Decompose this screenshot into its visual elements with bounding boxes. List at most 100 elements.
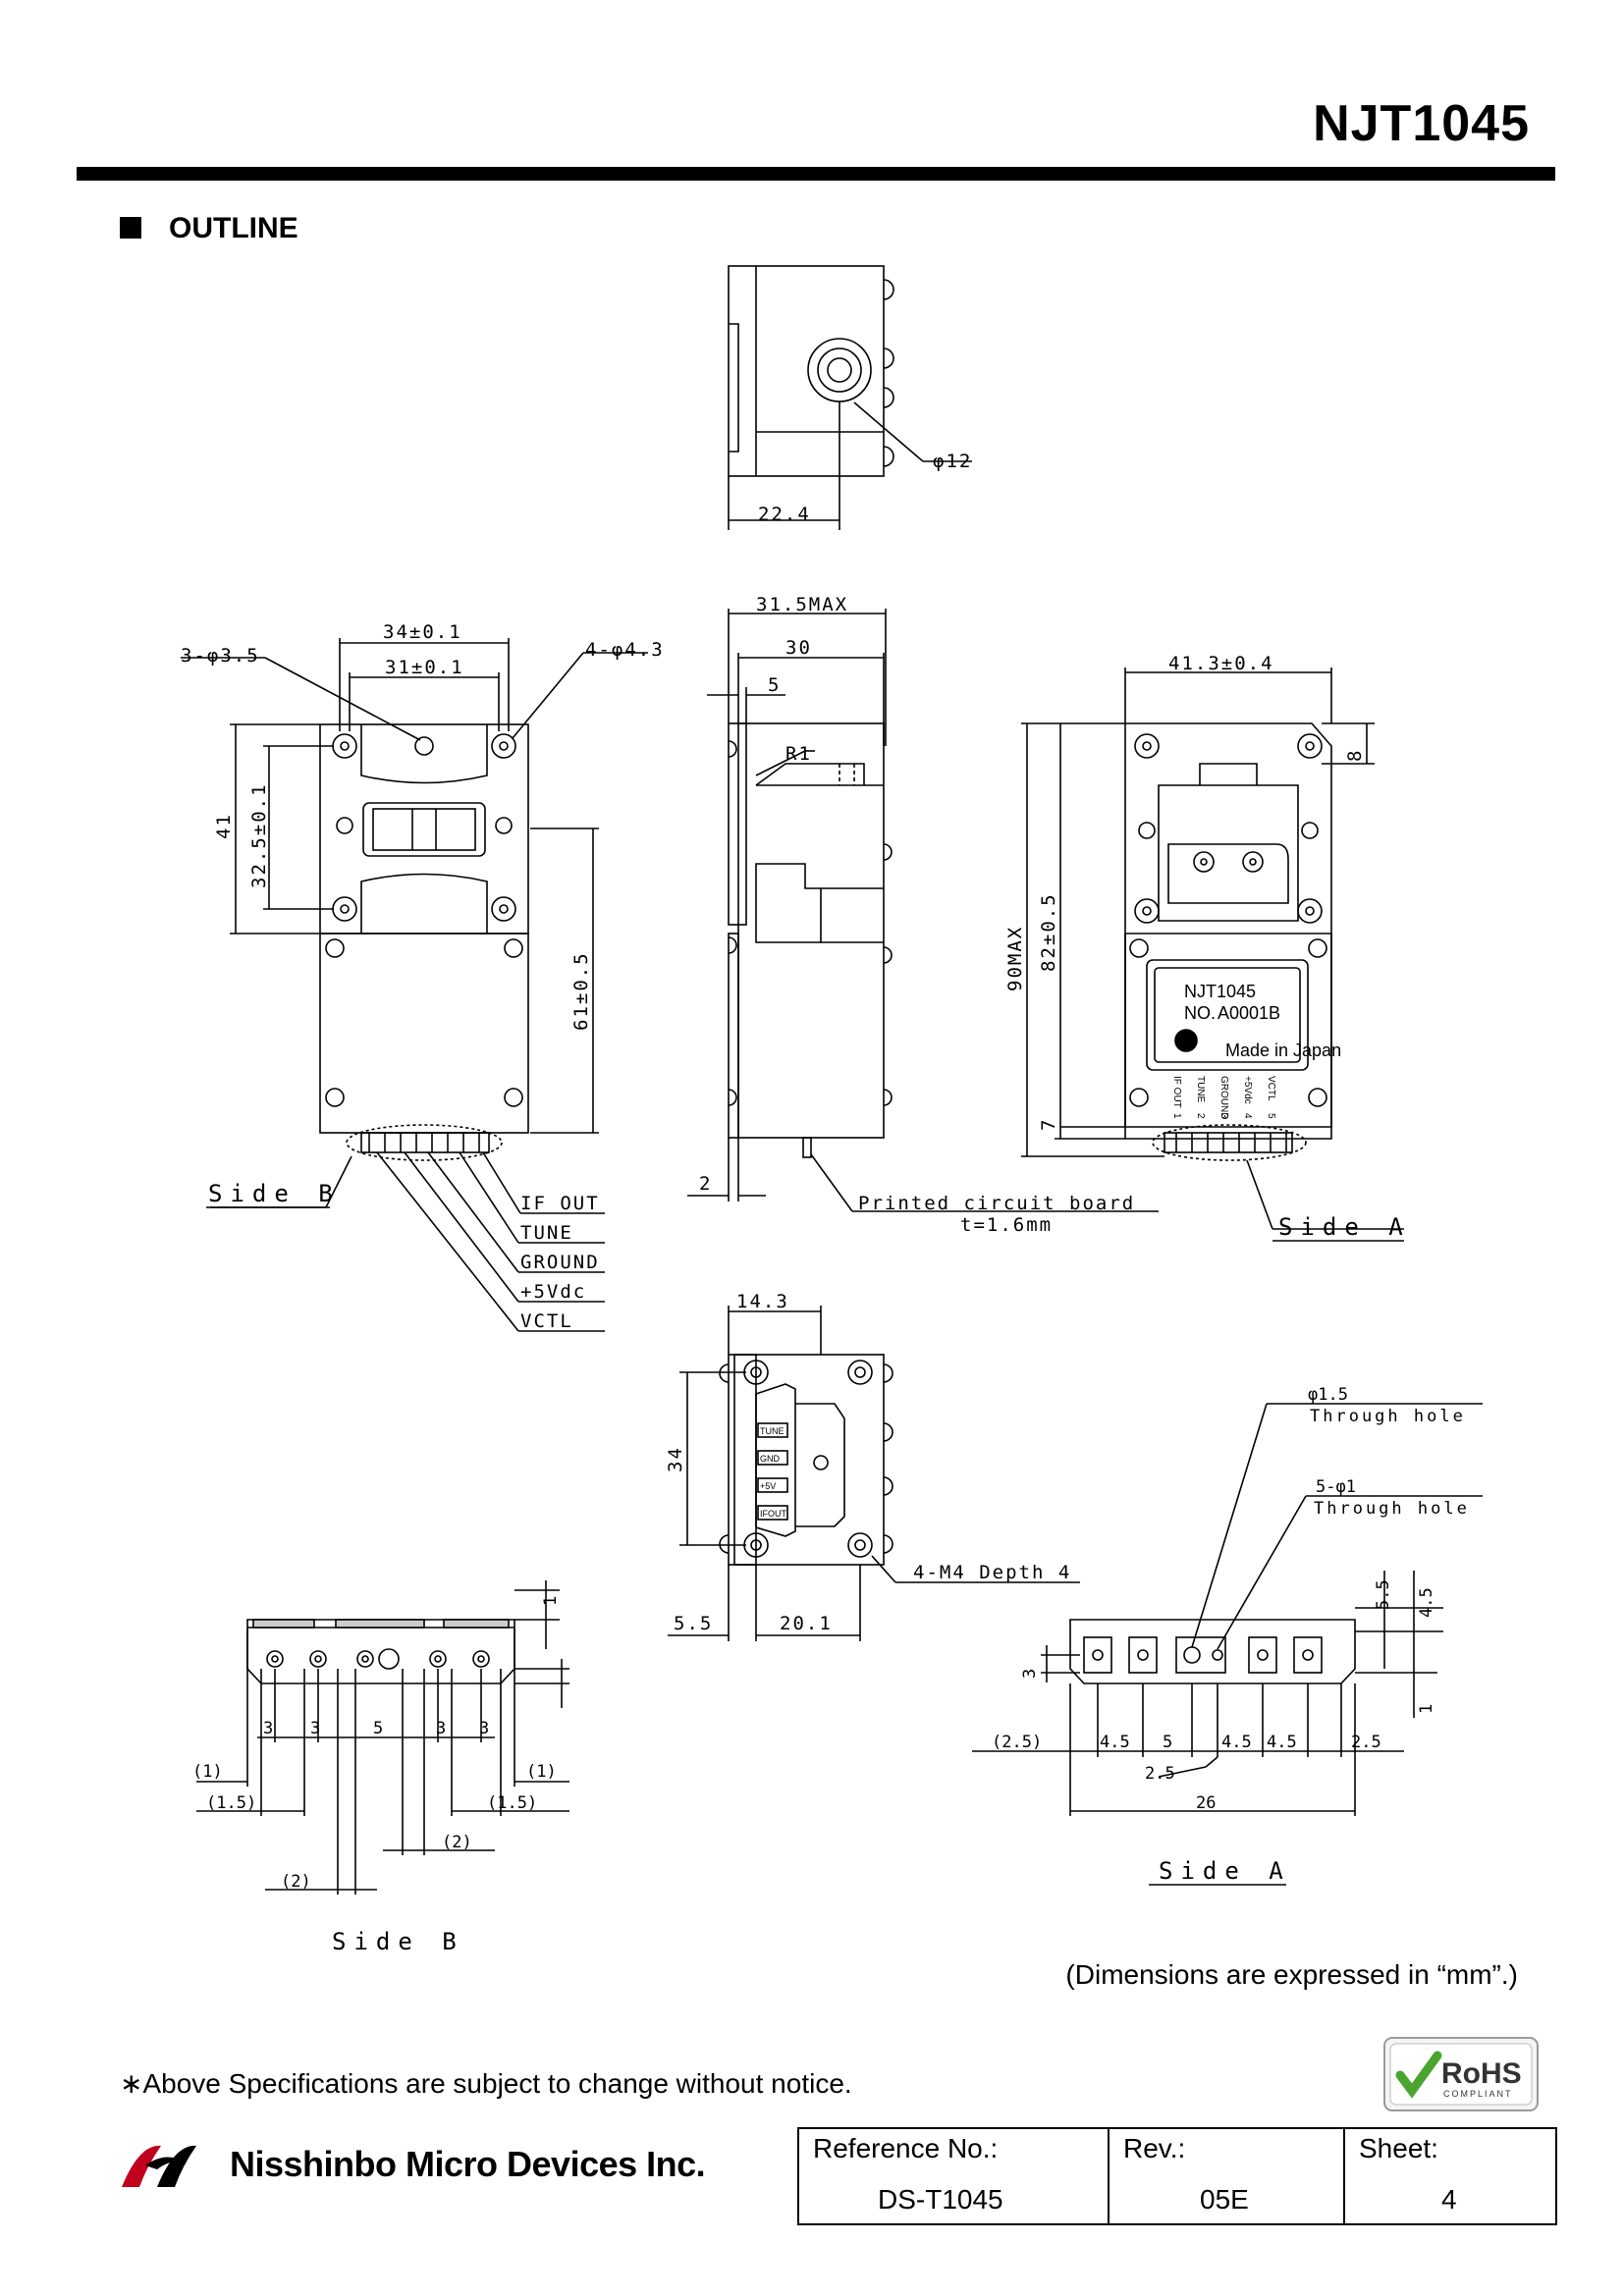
detail-a-pitch-4: 4.5 [1267, 1733, 1297, 1752]
bottom-view [668, 1306, 1080, 1641]
detail-a-2-5-left: (2.5) [992, 1733, 1042, 1752]
label-pin-5: VCTL [1266, 1076, 1276, 1101]
detail-b-pitch-2: 3 [310, 1719, 320, 1738]
detail-a-hole-15: φ1.5 [1308, 1385, 1348, 1405]
top-width-dim: 22.4 [758, 504, 811, 525]
thread-callout: 4-M4 Depth 4 [913, 1562, 1071, 1583]
detail-a-pitch-3: 4.5 [1221, 1733, 1252, 1752]
rohs-badge: RoHS COMPLIANT [1383, 2037, 1539, 2111]
dim-31: 31±0.1 [385, 657, 464, 678]
side-b-label: Side B [208, 1180, 341, 1207]
checkmark-icon [1395, 2051, 1442, 2099]
side-a-detail-label: Side A [1159, 1857, 1291, 1885]
side-b-detail [196, 1580, 569, 1895]
detail-b-pitch-3: 5 [373, 1719, 383, 1738]
square-bullet-icon [120, 217, 141, 239]
reference-table: Reference No.: DS-T1045 Rev.: 05E Sheet:… [797, 2127, 1557, 2225]
part-number-title: NJT1045 [1313, 95, 1530, 152]
units-note: (Dimensions are expressed in “mm”.) [1065, 1959, 1518, 1990]
dim-8: 8 [1344, 749, 1366, 762]
side-b-view [181, 638, 648, 1332]
label-pin-num-2: 2 [1195, 1113, 1206, 1119]
dim-61: 61±0.5 [570, 951, 592, 1031]
dim-31-5-max: 31.5MAX [756, 594, 848, 615]
side-a-view [1021, 667, 1404, 1230]
sheet-cell: Sheet: 4 [1345, 2129, 1551, 2223]
company-name: Nisshinbo Micro Devices Inc. [230, 2144, 706, 2184]
header-rule [77, 167, 1555, 181]
pin-label-ground: GROUND [520, 1252, 600, 1273]
detail-a-dim-26: 26 [1196, 1793, 1216, 1813]
label-origin: Made in Japan [1225, 1041, 1341, 1060]
detail-b-1-left: (1) [192, 1762, 223, 1782]
detail-a-hole-1-note: Through hole [1314, 1499, 1470, 1519]
side-b-detail-label: Side B [332, 1928, 464, 1955]
nisshinbo-logo-icon [122, 2145, 196, 2187]
pcb-pin-ifout: IFOUT [760, 1509, 786, 1519]
middle-side-view [687, 609, 1159, 1212]
detail-b-pitch-1: 3 [263, 1719, 273, 1738]
pcb-pin-gnd: GND [760, 1454, 781, 1464]
revision-cell: Rev.: 05E [1110, 2129, 1345, 2223]
label-pin-num-5: 5 [1266, 1113, 1276, 1119]
label-pin-num-1: 1 [1171, 1113, 1182, 1119]
pcb-thickness: t=1.6mm [960, 1214, 1053, 1236]
label-pin-num-4: 4 [1242, 1113, 1253, 1119]
revision-value: 05E [1200, 2184, 1249, 2215]
reference-label: Reference No.: [813, 2133, 999, 2163]
detail-a-dim-3: 3 [1020, 1669, 1040, 1679]
detail-b-pitch-4: 3 [436, 1719, 446, 1738]
revision-label: Rev.: [1123, 2133, 1186, 2163]
detail-b-15-right: (1.5) [487, 1793, 537, 1813]
sheet-label: Sheet: [1359, 2133, 1438, 2163]
company-logo: Nisshinbo Micro Devices Inc. [118, 2136, 706, 2193]
dim-90-max: 90MAX [1004, 926, 1026, 991]
dim-5: 5 [768, 674, 781, 696]
detail-a-pitch-2: 5 [1163, 1733, 1172, 1752]
label-pin-2: TUNE [1195, 1076, 1206, 1103]
dim-41: 41 [213, 813, 235, 839]
dim-82: 82±0.5 [1038, 892, 1059, 972]
label-pin-num-3: 3 [1218, 1113, 1229, 1119]
detail-b-2-left: (2) [281, 1872, 311, 1892]
dim-32-5: 32.5±0.1 [248, 782, 270, 888]
dim-14-3: 14.3 [736, 1291, 789, 1312]
pin-label-5vdc: +5Vdc [520, 1281, 586, 1303]
dim-30: 30 [785, 637, 812, 659]
label-no-key: NO. [1184, 1003, 1216, 1023]
detail-a-dim-5-5: 5.5 [1374, 1579, 1393, 1610]
dim-34-bottom: 34 [665, 1446, 686, 1472]
corner-holes-callout: 4-φ4.3 [585, 639, 665, 661]
rohs-sub: COMPLIANT [1443, 2089, 1513, 2099]
label-no-value: A0001B [1218, 1003, 1280, 1023]
label-pin-3: GROUND [1218, 1076, 1229, 1119]
detail-b-dim-1: 1 [541, 1596, 561, 1606]
detail-b-15-left: (1.5) [206, 1793, 256, 1813]
detail-b-1-right: (1) [526, 1762, 557, 1782]
mounting-holes-callout: 3-φ3.5 [181, 645, 260, 667]
detail-b-pitch-5: 3 [479, 1719, 489, 1738]
detail-b-2-center: (2) [442, 1833, 472, 1852]
detail-a-2-5-below: 2.5 [1145, 1764, 1175, 1784]
detail-a-pitch-1: 4.5 [1100, 1733, 1130, 1752]
reference-value: DS-T1045 [878, 2184, 1003, 2215]
pin-label-tune: TUNE [520, 1222, 573, 1244]
dim-5-5: 5.5 [674, 1613, 713, 1634]
label-pin-1: IF OUT [1171, 1076, 1182, 1108]
label-part-number: NJT1045 [1184, 982, 1256, 1001]
top-view [728, 265, 972, 530]
rohs-main: RoHS [1441, 2057, 1522, 2090]
side-a-detail [972, 1403, 1483, 1816]
dim-7: 7 [1038, 1118, 1059, 1131]
reference-cell: Reference No.: DS-T1045 [799, 2129, 1110, 2223]
dim-34: 34±0.1 [383, 621, 462, 643]
pin-label-vctl: VCTL [520, 1310, 573, 1332]
dim-41-3: 41.3±0.4 [1168, 653, 1274, 674]
section-heading: OUTLINE [120, 212, 298, 245]
detail-a-dim-4-5: 4.5 [1417, 1587, 1436, 1618]
pcb-pin-tune: TUNE [760, 1426, 785, 1436]
radius-r1: R1 [785, 743, 812, 765]
detail-a-pitch-5: 2.5 [1351, 1733, 1381, 1752]
pcb-pin-5v: +5V [760, 1481, 776, 1491]
